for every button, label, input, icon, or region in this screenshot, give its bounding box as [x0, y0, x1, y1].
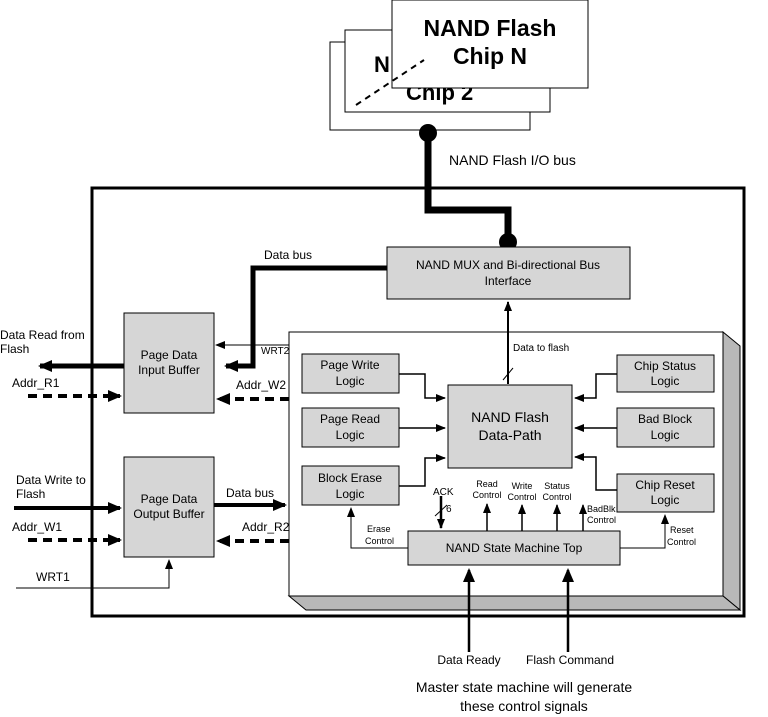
- chip-stack-dashed-line: [355, 59, 425, 106]
- chip-status-line1: Chip Status: [634, 359, 696, 373]
- chip-reset-line1: Chip Reset: [635, 478, 695, 492]
- bad-block-block: [616, 407, 715, 448]
- chip-status-line2: Logic: [651, 374, 680, 388]
- reset-control-line1: Reset: [670, 525, 694, 535]
- bad-block-line2: Logic: [651, 428, 680, 442]
- block-erase-line1: Block Erase: [318, 471, 382, 485]
- mux-block: [386, 246, 631, 300]
- data-bus-top-line: [224, 265, 387, 372]
- io-bus-line: [424, 133, 512, 245]
- data-ready-label: Data Ready: [437, 653, 500, 667]
- badblk-control-line2: Control: [587, 515, 616, 525]
- chip-n-box: [391, 0, 589, 89]
- chip-reset-to-datapath: [574, 453, 617, 491]
- input-buffer-line2: Input Buffer: [138, 363, 200, 377]
- ack-slash: [434, 504, 448, 517]
- reset-control-line2: Control: [667, 537, 696, 547]
- state-machine-block: [407, 530, 621, 566]
- caption-line1: Master state machine will generate: [416, 679, 633, 695]
- addr-w1-label: Addr_W1: [12, 520, 62, 534]
- inner-panel-shadow-bottom: [287, 595, 742, 611]
- system-boundary: [90, 186, 746, 618]
- reset-control-arrow: [620, 514, 669, 549]
- output-buffer-line1: Page Data: [141, 492, 198, 506]
- mux-label-line1: NAND MUX and Bi-directional Bus: [416, 258, 600, 272]
- page-write-to-datapath: [399, 373, 446, 402]
- erase-control-arrow: [347, 507, 408, 549]
- chip-n-line1: NAND Flash: [424, 15, 557, 41]
- page-write-line2: Logic: [336, 374, 365, 388]
- chip-reset-line2: Logic: [651, 493, 680, 507]
- data-read-line2: Flash: [0, 342, 29, 356]
- inner-panel-shadow-right: [722, 330, 741, 612]
- chip-2-fragment: N: [374, 52, 390, 77]
- input-buffer-block: [123, 312, 215, 414]
- bad-block-line1: Bad Block: [638, 412, 693, 426]
- status-control-line1: Status: [544, 481, 570, 491]
- data-write-line1: Data Write to: [16, 473, 86, 487]
- wrt1-arrow: [16, 559, 173, 589]
- read-control-line1: Read: [476, 479, 498, 489]
- chip-n-line2: Chip N: [453, 43, 527, 69]
- page-read-line2: Logic: [336, 428, 365, 442]
- datapath-block: [447, 384, 573, 469]
- badblk-control-line1: BadBlk: [587, 504, 616, 514]
- read-control-line2: Control: [472, 490, 501, 500]
- page-read-block: [301, 407, 400, 448]
- ack-label: ACK: [433, 487, 454, 498]
- datapath-line2: Data-Path: [478, 427, 541, 443]
- data-read-line1: Data Read from: [0, 328, 85, 342]
- mux-label-line2: Interface: [485, 274, 532, 288]
- page-read-line1: Page Read: [320, 412, 380, 426]
- ack-width: 6: [446, 504, 452, 515]
- state-machine-label: NAND State Machine Top: [446, 541, 583, 555]
- block-erase-to-datapath: [399, 454, 446, 487]
- addr-r2-label: Addr_R2: [242, 520, 290, 534]
- wrt2-label: WRT2: [261, 346, 290, 357]
- addr-w2-label: Addr_W2: [236, 378, 286, 392]
- datapath-line1: NAND Flash: [471, 409, 549, 425]
- status-control-line2: Control: [542, 492, 571, 502]
- data-bus-mid-label: Data bus: [226, 486, 274, 500]
- caption-line2: these control signals: [460, 698, 588, 714]
- data-write-line2: Flash: [16, 487, 45, 501]
- io-bus-label: NAND Flash I/O bus: [449, 152, 576, 168]
- page-write-line1: Page Write: [320, 358, 379, 372]
- input-buffer-line1: Page Data: [141, 348, 198, 362]
- block-erase-line2: Logic: [336, 487, 365, 501]
- io-bus-dot-top: [419, 124, 437, 142]
- output-buffer-block: [123, 456, 215, 558]
- chip-reset-block: [616, 473, 715, 513]
- erase-control-line1: Erase: [367, 524, 391, 534]
- addr-r1-label: Addr_R1: [12, 376, 60, 390]
- page-write-block: [301, 353, 400, 394]
- wrt1-label: WRT1: [36, 570, 70, 584]
- flash-chip-stack: N Chip 2 NAND Flash Chip N: [329, 0, 589, 131]
- write-control-line1: Write: [512, 481, 533, 491]
- data-to-flash-label: Data to flash: [513, 343, 569, 354]
- output-buffer-line2: Output Buffer: [133, 507, 204, 521]
- chip-status-block: [616, 354, 715, 393]
- write-control-line2: Control: [507, 492, 536, 502]
- data-bus-top-label: Data bus: [264, 248, 312, 262]
- chip-status-to-datapath: [574, 373, 617, 402]
- data-to-flash-slash: [502, 367, 514, 381]
- block-erase-block: [301, 465, 400, 506]
- flash-command-label: Flash Command: [526, 653, 614, 667]
- erase-control-line2: Control: [365, 536, 394, 546]
